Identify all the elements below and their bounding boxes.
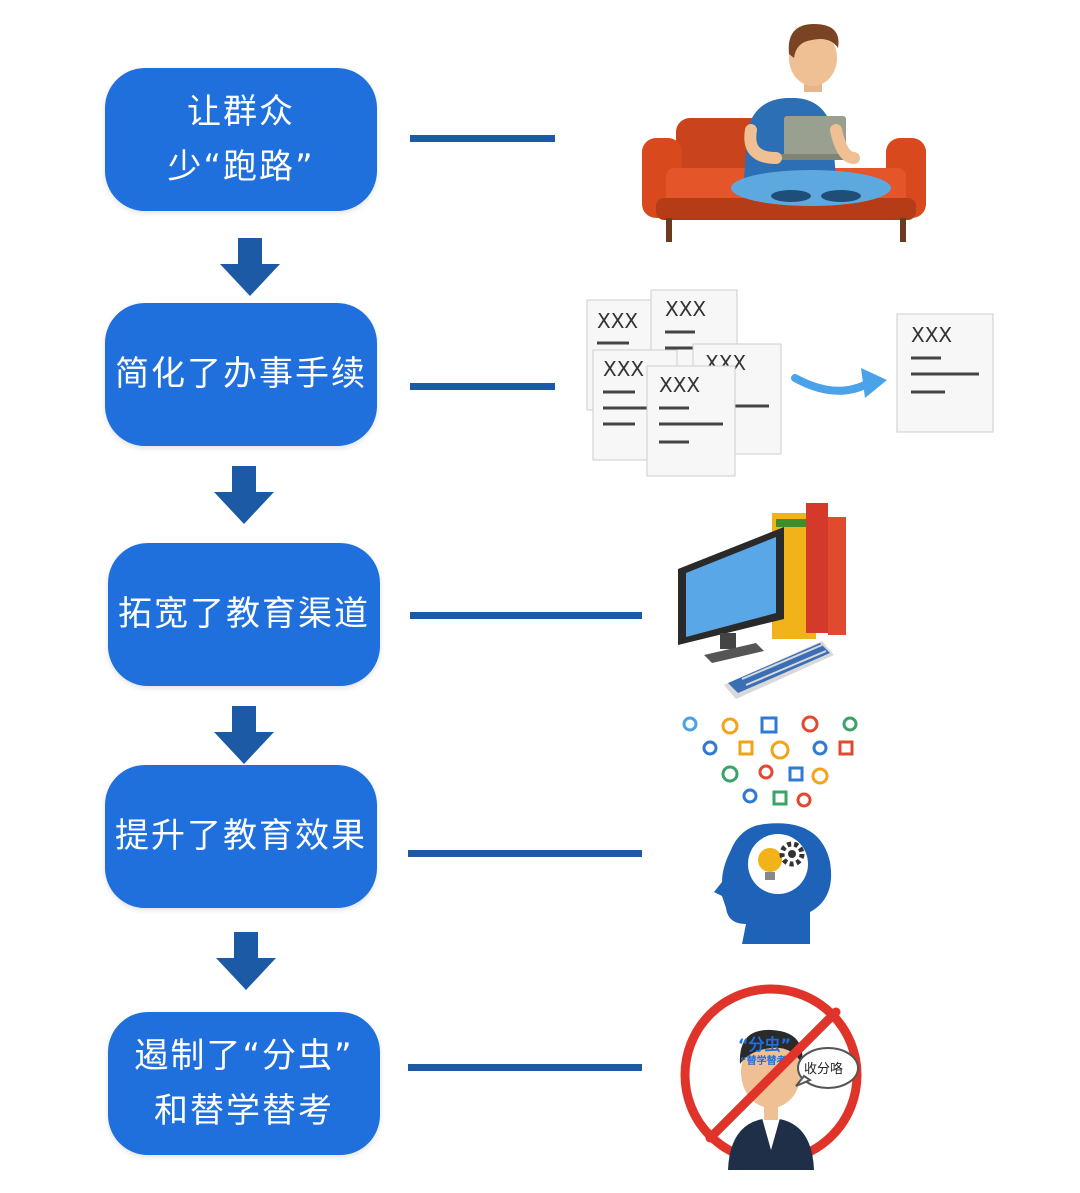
step-5-line-1: 遏制了“分虫” — [134, 1036, 354, 1077]
no-cheating-icon: “分虫” “替学替考” 收分咯 — [680, 984, 862, 1170]
doc-label: XXX — [659, 373, 700, 397]
doc-label: XXX — [665, 297, 706, 321]
down-arrow-icon — [220, 238, 280, 296]
doc-label: XXX — [597, 309, 638, 333]
person-on-sofa-with-laptop-icon — [642, 24, 926, 242]
connector-line-5 — [408, 1064, 642, 1071]
documents-merge-icon: XXX XXX XXX XXX XXX XXX — [586, 289, 994, 477]
down-arrow-icon — [216, 932, 276, 990]
step-box-3: 拓宽了教育渠道 — [108, 543, 380, 686]
step-4-line-1: 提升了教育效果 — [115, 816, 367, 857]
step-5-line-2: 和替学替考 — [154, 1090, 334, 1131]
step-box-4: 提升了教育效果 — [105, 765, 377, 908]
step-box-1: 让群众 少“跑路” — [105, 68, 377, 211]
step-1-line-2: 少“跑路” — [167, 146, 315, 187]
doc-label: XXX — [911, 323, 952, 347]
down-arrow-icon — [214, 466, 274, 524]
connector-line-3 — [410, 612, 642, 619]
step-1-line-1: 让群众 — [187, 92, 295, 133]
step-2-line-1: 简化了办事手续 — [115, 354, 367, 395]
bubble-text: 收分咯 — [804, 1062, 843, 1077]
connector-line-1 — [410, 135, 555, 142]
knowledge-head-icon — [682, 715, 858, 944]
connector-line-2 — [410, 383, 555, 390]
computer-and-books-icon — [678, 503, 846, 699]
down-arrow-icon — [214, 706, 274, 764]
doc-label: XXX — [603, 357, 644, 381]
step-box-2: 简化了办事手续 — [105, 303, 377, 446]
head-text: “分虫” — [738, 1035, 791, 1054]
connector-line-4 — [408, 850, 642, 857]
step-box-5: 遏制了“分虫” 和替学替考 — [108, 1012, 380, 1155]
step-3-line-1: 拓宽了教育渠道 — [118, 594, 370, 635]
